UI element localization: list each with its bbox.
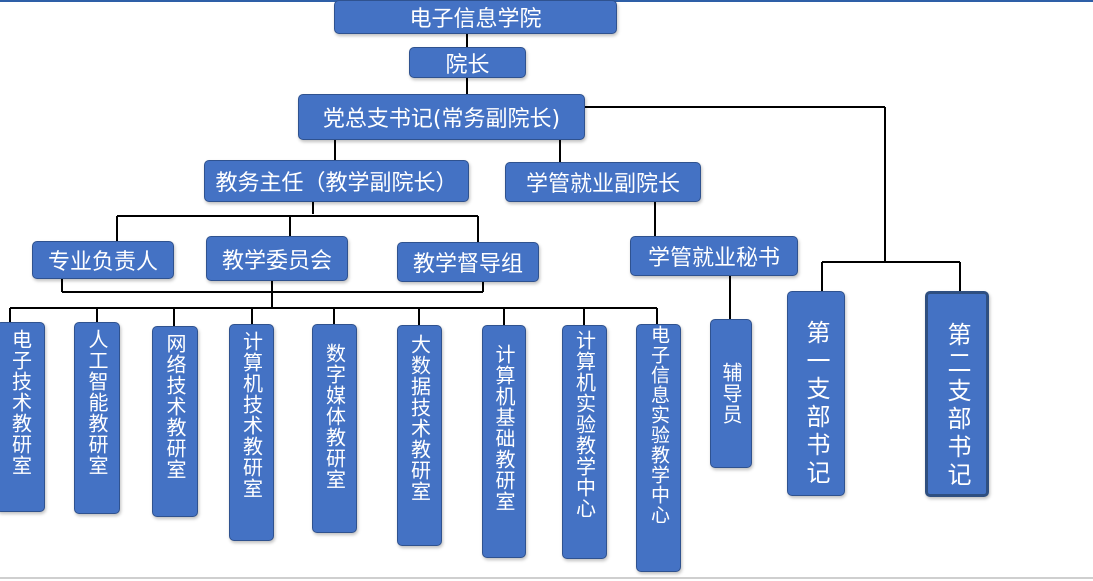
counselor-label: 辅导员	[719, 362, 743, 425]
major-head-node: 专业负责人	[32, 241, 174, 279]
research-office-node: 计算机基础教研室	[482, 325, 526, 558]
academic-director-node: 教务主任（教学副院长）	[204, 160, 469, 202]
research-office-label: 计算机技术教研室	[239, 331, 264, 499]
research-office-label: 电子技术教研室	[8, 329, 33, 476]
research-office-label: 大数据技术教研室	[407, 334, 432, 502]
dean-node: 院长	[409, 47, 526, 78]
research-office-node: 电子技术教研室	[0, 322, 45, 512]
research-office-node: 大数据技术教研室	[397, 325, 442, 546]
party-secretary-node: 党总支书记(常务副院长)	[298, 94, 585, 140]
college-node: 电子信息学院	[334, 0, 617, 34]
research-office-node: 计算机技术教研室	[229, 324, 274, 541]
student-affairs-vp-node: 学管就业副院长	[505, 162, 701, 202]
research-office-node: 人工智能教研室	[74, 322, 120, 514]
research-office-node: 网络技术教研室	[152, 326, 198, 517]
research-office-label: 人工智能教研室	[85, 329, 109, 476]
counselor-node: 辅导员	[710, 319, 752, 468]
teaching-committee-node: 教学委员会	[206, 236, 348, 281]
branch-secretary-label: 第一支部书记	[802, 320, 830, 488]
branch-secretary-label: 第二支部书记	[943, 322, 971, 490]
research-office-node: 数字媒体教研室	[312, 324, 357, 533]
research-office-node: 计算机实验教学中心	[562, 325, 607, 559]
research-office-label: 计算机实验教学中心	[572, 330, 597, 519]
bottom-border	[0, 577, 1093, 579]
teaching-supervision-node: 教学督导组	[397, 242, 539, 282]
research-office-label: 计算机基础教研室	[492, 344, 516, 512]
research-office-label: 网络技术教研室	[163, 333, 187, 480]
student-affairs-secretary-node: 学管就业秘书	[630, 236, 798, 276]
research-office-label: 数字媒体教研室	[322, 343, 347, 490]
branch-secretary-node: 第二支部书记	[925, 291, 989, 497]
research-office-label: 电子信息实验教学中心	[648, 325, 670, 525]
branch-secretary-node: 第一支部书记	[787, 291, 845, 496]
research-office-node: 电子信息实验教学中心	[636, 324, 681, 572]
